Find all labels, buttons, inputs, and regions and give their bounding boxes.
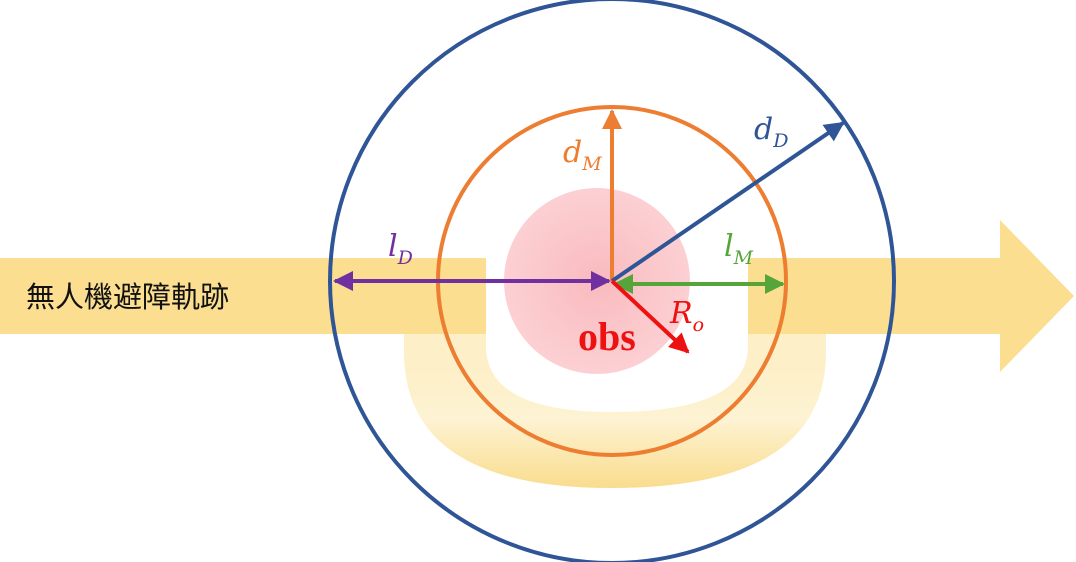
label-R-o-main: R — [669, 296, 693, 331]
trajectory-label: 無人機避障軌跡 — [26, 280, 229, 314]
arrow-R-o — [610, 279, 690, 354]
label-d-M-sub: M — [581, 153, 602, 175]
label-l-M-sub: M — [733, 247, 754, 269]
label-R-o: Ro — [669, 296, 704, 336]
label-l-D: lD — [388, 229, 413, 269]
label-R-o-sub: o — [693, 314, 704, 336]
label-d-D-main: d — [754, 112, 773, 147]
label-l-M: lM — [724, 229, 754, 269]
label-d-M-main: d — [563, 135, 582, 170]
trajectory-left-segment — [0, 258, 486, 334]
label-d-M: dM — [563, 135, 602, 175]
obstacle-label: obs — [578, 314, 636, 359]
trajectory-arrowhead — [1000, 220, 1074, 372]
label-l-D-sub: D — [397, 247, 413, 269]
label-l-M-main: l — [724, 229, 734, 264]
trajectory-detour-segment — [404, 334, 826, 488]
arrow-d-D — [610, 121, 845, 283]
label-d-D-sub: D — [772, 130, 788, 152]
label-d-D: dD — [754, 112, 788, 152]
outer-circle — [328, 0, 896, 562]
trajectory-band — [0, 220, 1074, 488]
trajectory-right-segment — [748, 258, 1000, 334]
label-l-D-main: l — [388, 229, 398, 264]
